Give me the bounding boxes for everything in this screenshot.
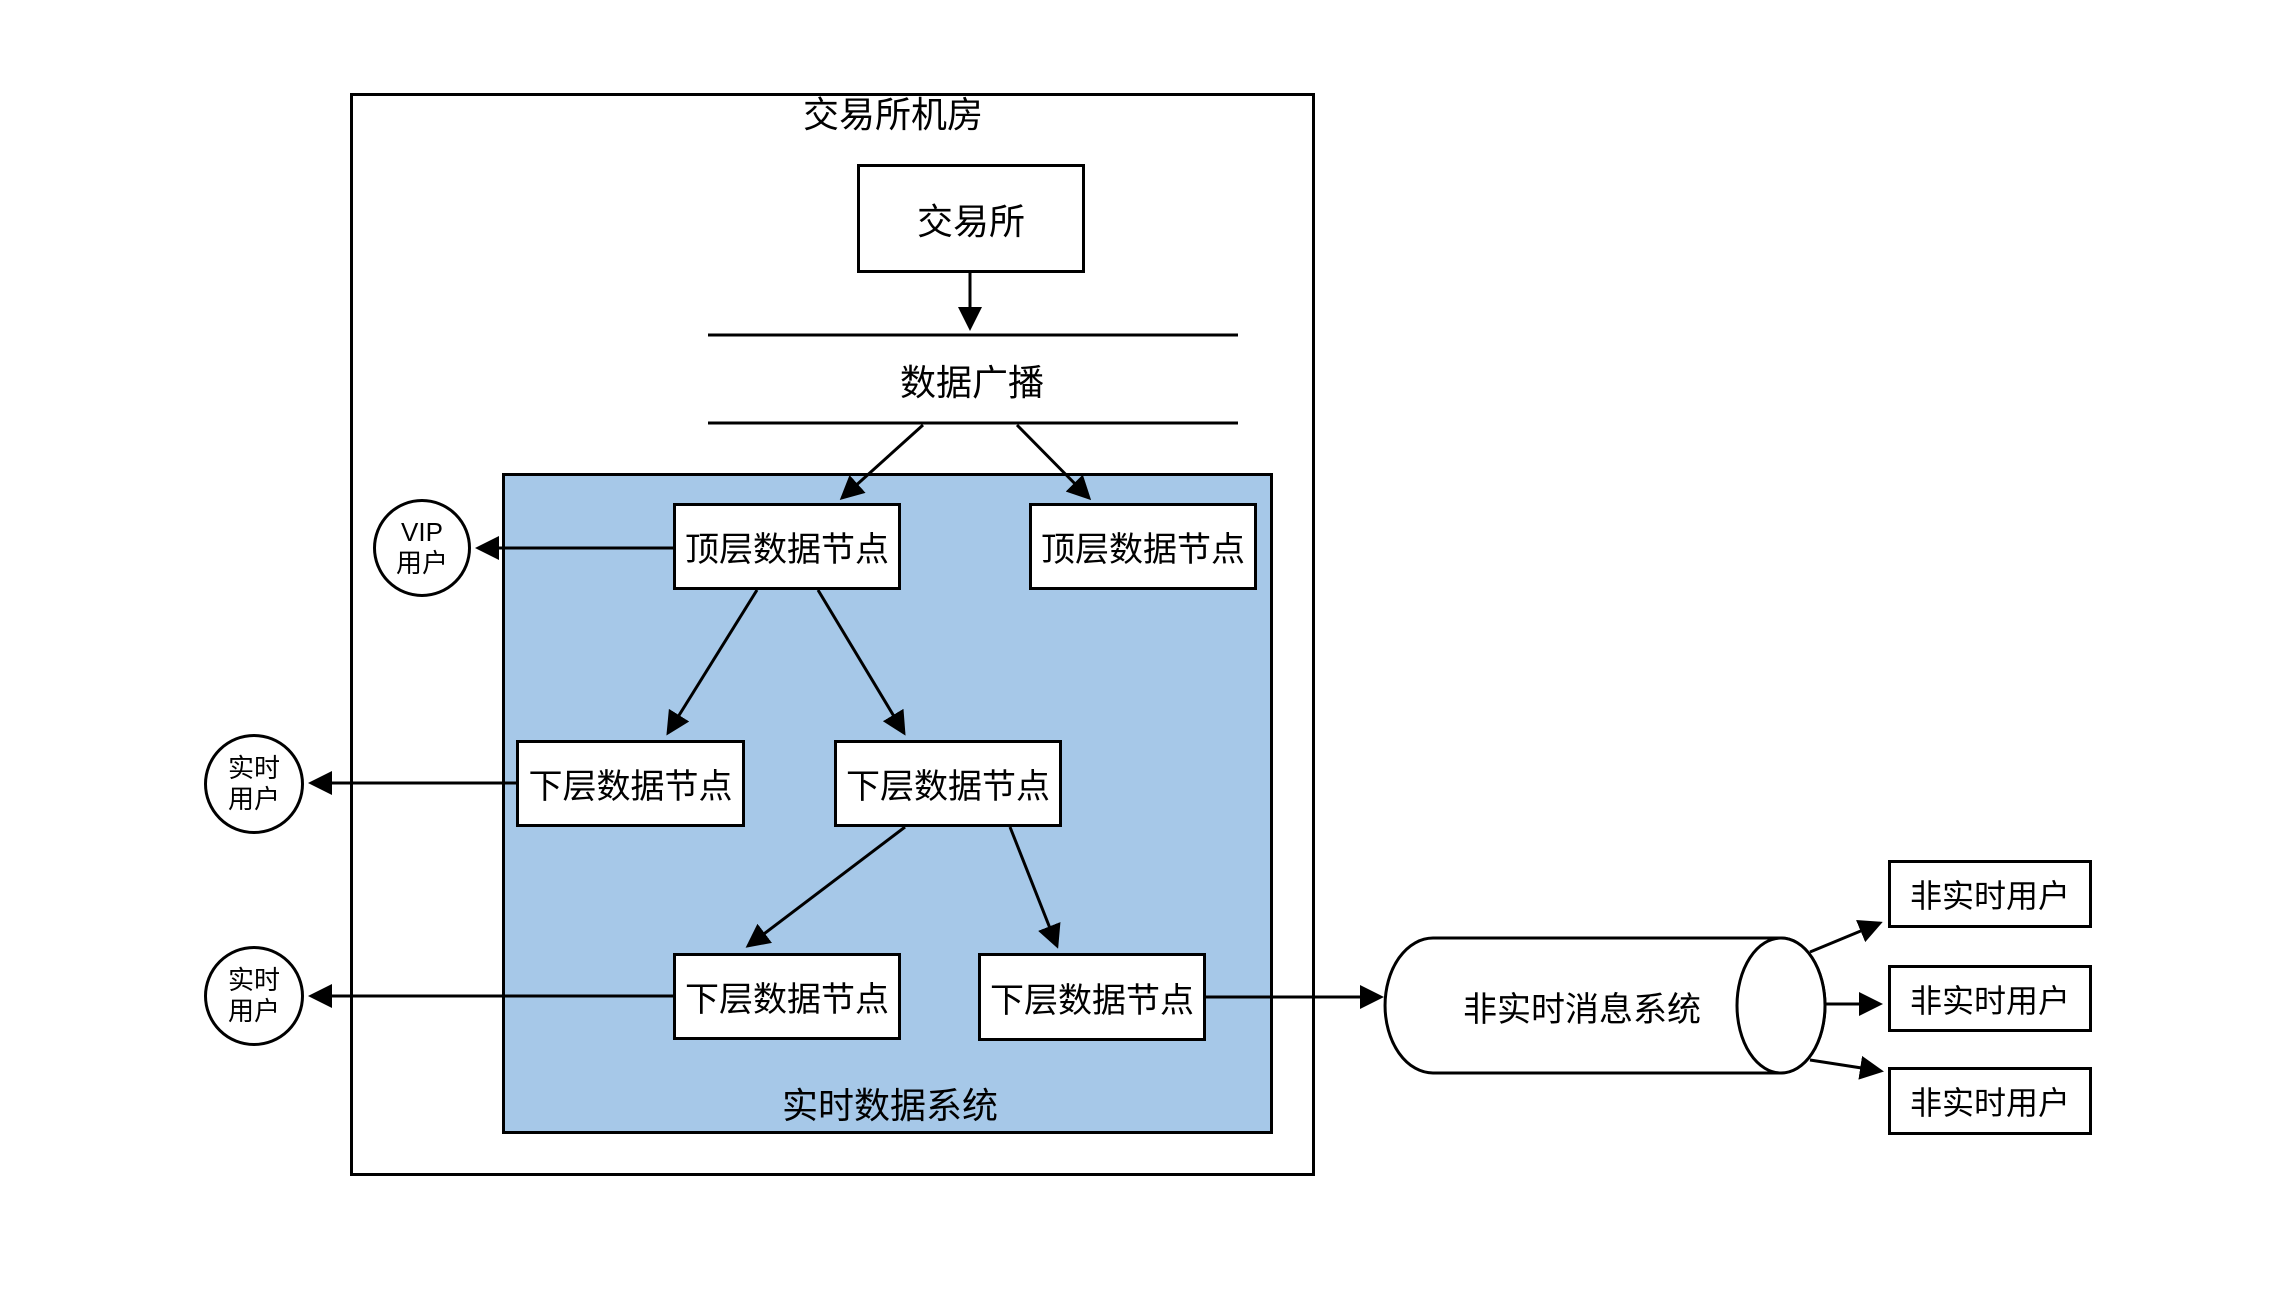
realtime-user-1-line2: 用户 (227, 784, 280, 814)
realtime-user-2-line2: 用户 (227, 996, 280, 1026)
non-realtime-user-box-1: 非实时用户 (1888, 860, 2092, 928)
top-data-node-1: 顶层数据节点 (673, 503, 901, 590)
exchange-node: 交易所 (857, 164, 1085, 273)
realtime-user-circle-1: 实时 用户 (204, 734, 304, 834)
realtime-user-circle-2: 实时 用户 (204, 946, 304, 1046)
realtime-user-2-line1: 实时 (227, 965, 280, 996)
exchange-room-title: 交易所机房 (802, 94, 983, 135)
lower-data-node-3: 下层数据节点 (673, 953, 901, 1040)
lower-data-node-1: 下层数据节点 (516, 740, 745, 827)
lower-data-node-2: 下层数据节点 (834, 740, 1062, 827)
lower-data-node-4: 下层数据节点 (978, 953, 1206, 1041)
vip-user-line1: VIP (401, 517, 443, 548)
realtime-system-label: 实时数据系统 (781, 1085, 998, 1126)
broadcast-label: 数据广播 (899, 362, 1044, 403)
non-realtime-user-box-2: 非实时用户 (1888, 965, 2092, 1032)
top-data-node-2: 顶层数据节点 (1029, 503, 1257, 590)
non-realtime-user-box-3: 非实时用户 (1888, 1067, 2092, 1135)
vip-user-circle: VIP 用户 (373, 499, 471, 597)
arrow-message-system-to-non-realtime-user-1 (1809, 919, 1883, 954)
arrow-message-system-to-non-realtime-user-3 (1809, 1055, 1884, 1080)
message-system-cylinder-cap (1735, 936, 1827, 1075)
realtime-user-1-line1: 实时 (227, 753, 280, 784)
message-system-label: 非实时消息系统 (1463, 990, 1701, 1029)
vip-user-line2: 用户 (395, 548, 448, 578)
